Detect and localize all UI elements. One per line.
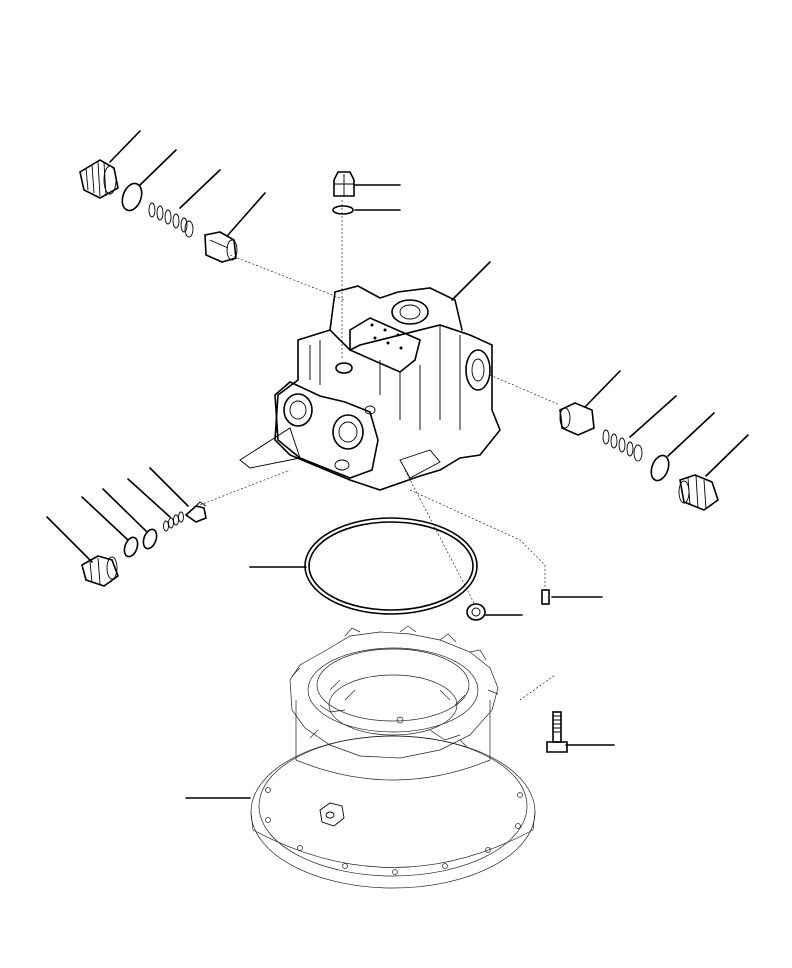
axis-lower-left <box>199 469 291 506</box>
leader-o-ring-right <box>667 412 715 457</box>
plug-lower-left <box>81 555 119 587</box>
poppet-upper-left <box>204 231 238 263</box>
axis-pin <box>409 489 546 590</box>
spring-upper-left <box>148 202 194 238</box>
large-o-ring <box>304 517 478 615</box>
relief-valve-plug-upper-left <box>79 159 119 199</box>
check-valve-lower-left <box>184 501 207 523</box>
bolt <box>546 711 568 753</box>
small-plug <box>466 603 486 621</box>
poppet-right <box>559 402 595 436</box>
axis-right <box>489 374 561 406</box>
axis-upper-left <box>229 254 346 301</box>
spring-right <box>602 429 643 462</box>
axis-bolt <box>519 674 556 701</box>
axis-small-plug <box>404 469 476 606</box>
pin <box>541 589 550 605</box>
o-ring-right <box>650 454 670 482</box>
leader-spring-upper-left <box>179 169 221 209</box>
leader-check-valve-lower-left <box>149 467 189 507</box>
leader-plug-right <box>705 434 749 477</box>
leader-o-ring-lower-left-1 <box>81 496 129 541</box>
leader-poppet-right <box>584 370 621 408</box>
o-ring-lower-left-1 <box>123 536 139 558</box>
o-ring-top <box>332 205 354 215</box>
leader-o-ring-upper-left <box>139 149 177 186</box>
plug-top <box>333 171 355 197</box>
motor-housing <box>250 625 536 889</box>
o-ring-upper-left <box>121 182 143 212</box>
leader-poppet-upper-left <box>227 192 266 236</box>
spring-lower-left <box>163 511 184 532</box>
leader-plug-lower-left <box>46 516 93 563</box>
leader-o-ring-lower-left-2 <box>102 488 147 532</box>
leader-valve-body <box>451 261 491 301</box>
leader-spring-right <box>629 395 677 438</box>
o-ring-lower-left-2 <box>142 528 158 550</box>
assembly-axes <box>199 200 561 701</box>
leader-lines <box>46 130 749 799</box>
valve-body <box>239 285 501 491</box>
leader-spring-lower-left <box>127 478 171 518</box>
plug-right <box>678 474 719 511</box>
leader-relief-valve-plug-upper-left <box>109 130 141 163</box>
